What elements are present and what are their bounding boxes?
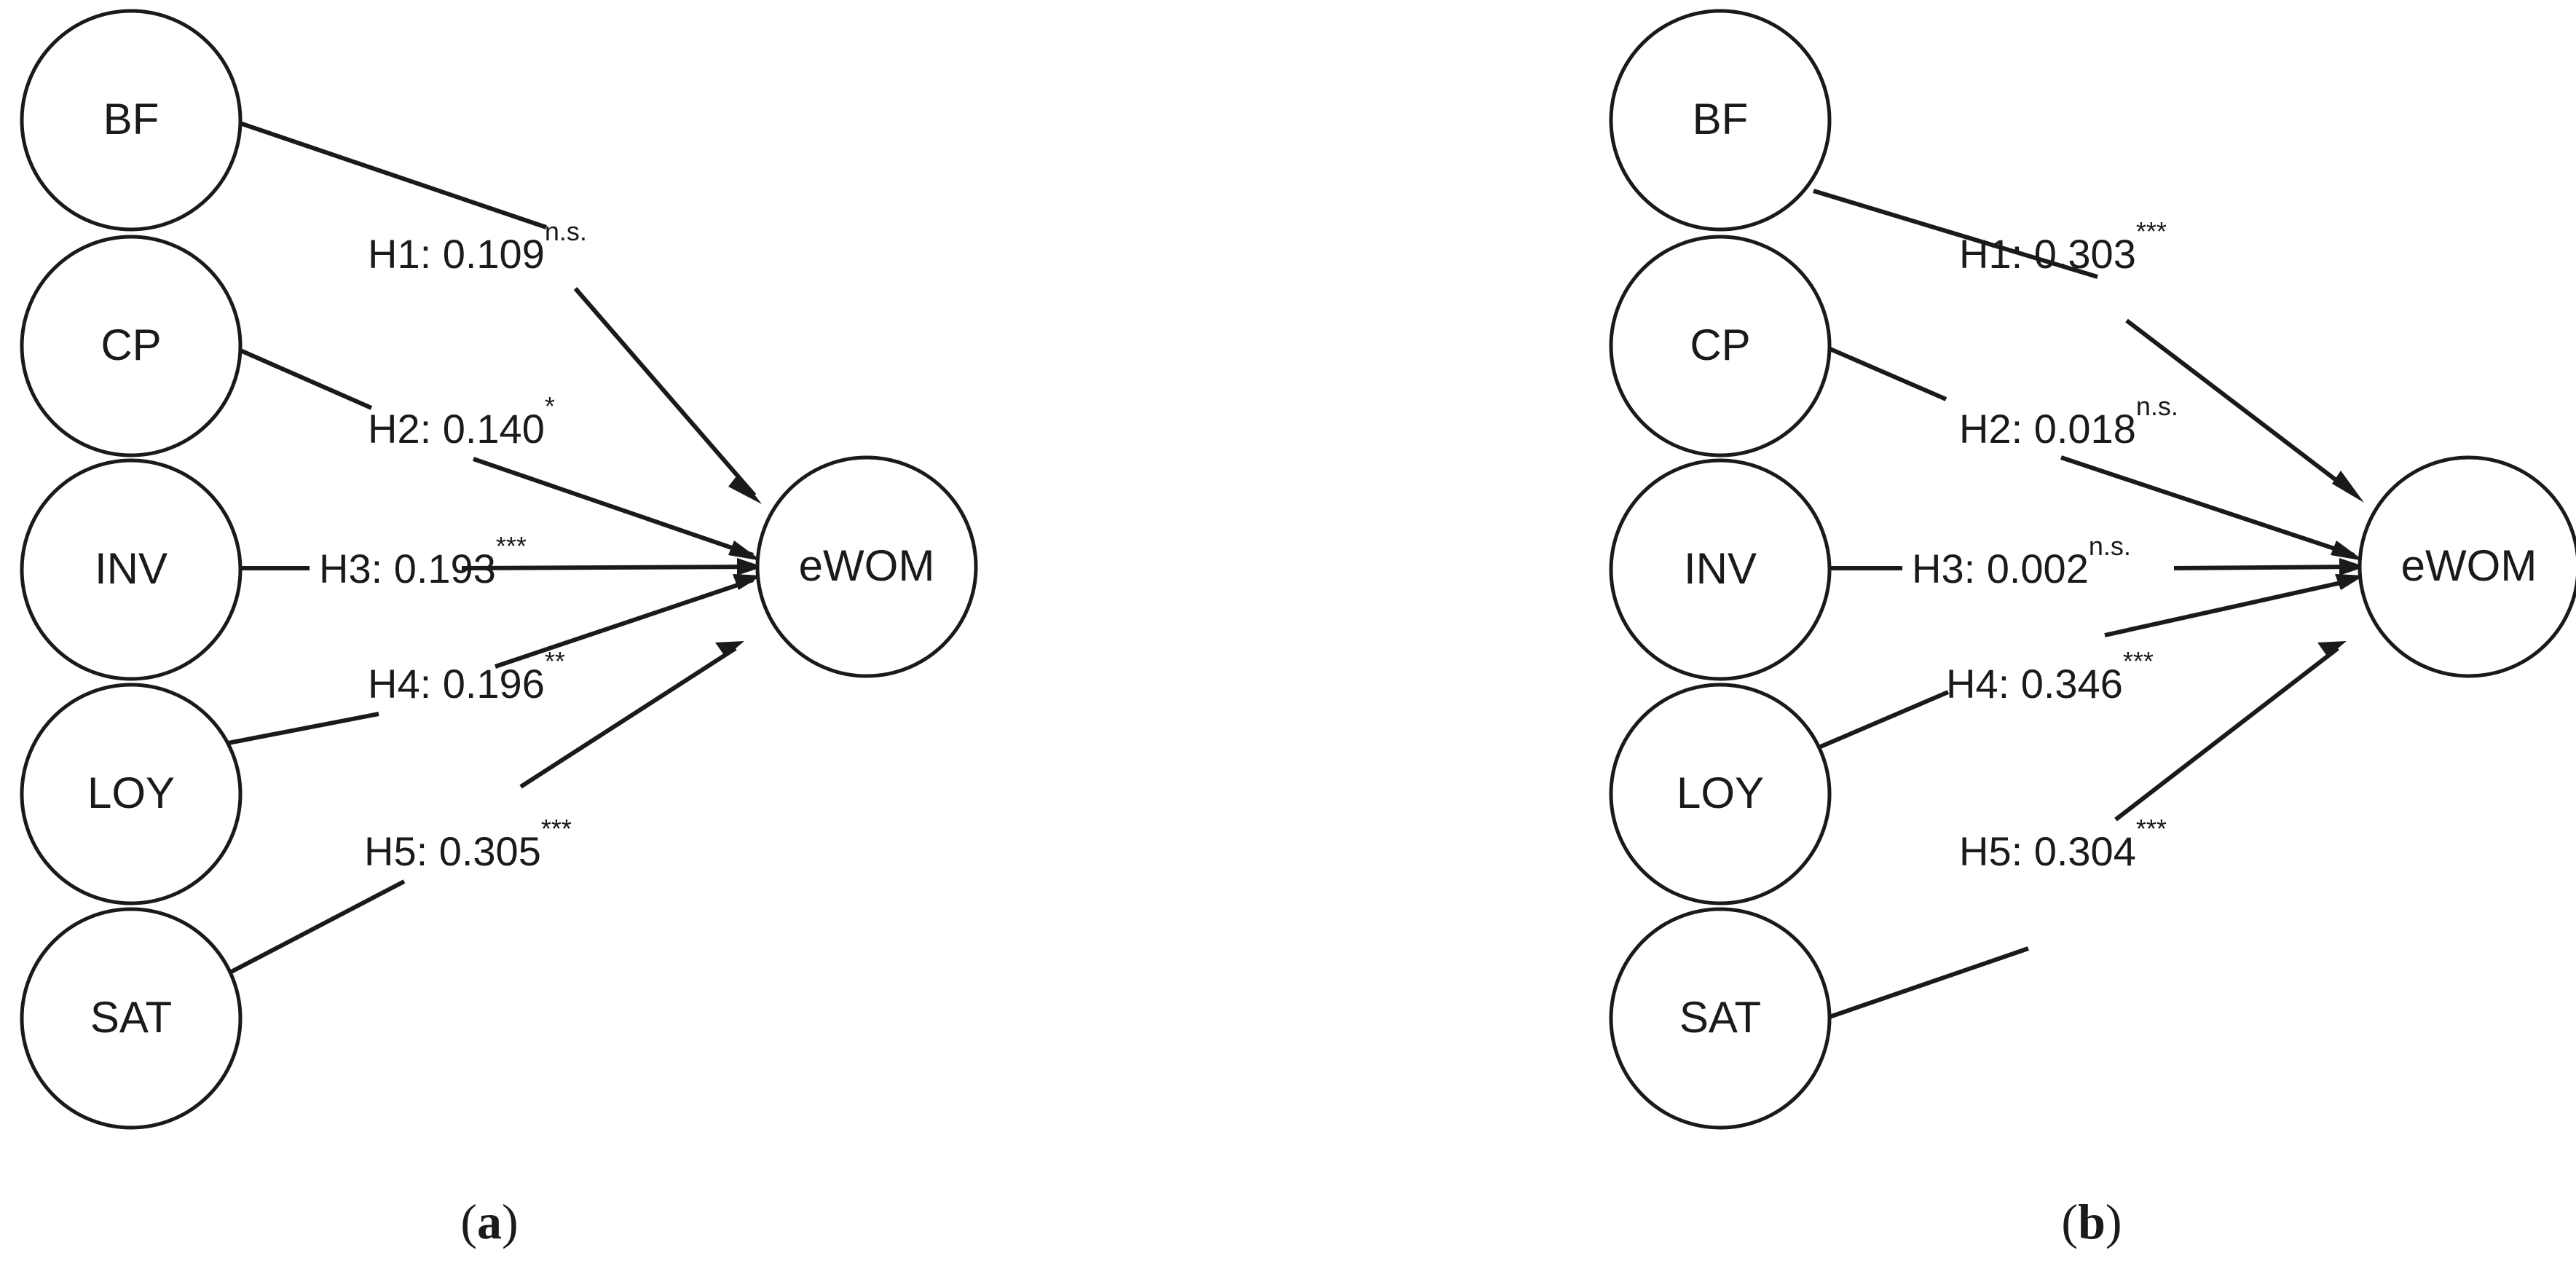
node-label: LOY bbox=[1677, 769, 1764, 817]
path-label-h2: H2: 0.140* bbox=[368, 391, 555, 452]
panel-b-path-h4[interactable]: H4: 0.346*** bbox=[1811, 574, 2364, 753]
edge-segment-end bbox=[573, 287, 757, 497]
panel-b-path-h3[interactable]: H3: 0.002n.s. bbox=[1829, 531, 2366, 592]
arrowhead-icon bbox=[2331, 541, 2364, 561]
node-loy[interactable]: LOY bbox=[20, 683, 243, 905]
node-sat[interactable]: SAT bbox=[1609, 907, 1832, 1130]
panel-a-caption: (a) bbox=[460, 1194, 518, 1249]
node-bf[interactable]: BF bbox=[20, 9, 243, 232]
node-circle bbox=[755, 455, 978, 678]
path-label-h4: H4: 0.196** bbox=[368, 646, 565, 707]
path-label-h5: H5: 0.305*** bbox=[364, 814, 572, 875]
edge-segment-start bbox=[221, 340, 373, 410]
panel-a-path-h5[interactable]: H5: 0.305*** bbox=[221, 641, 744, 978]
node-circle bbox=[20, 907, 243, 1130]
edge-segment-end bbox=[2173, 565, 2356, 570]
node-inv[interactable]: INV bbox=[1609, 458, 1832, 681]
path-label-h4: H4: 0.346*** bbox=[1946, 646, 2154, 707]
panel-a-path-h1[interactable]: H1: 0.109n.s. bbox=[220, 114, 762, 504]
panel-a-path-h4[interactable]: H4: 0.196** bbox=[220, 574, 762, 747]
panel-a-path-h3[interactable]: H3: 0.193*** bbox=[240, 531, 763, 592]
edge-segment-start bbox=[220, 712, 379, 747]
node-label: BF bbox=[1693, 95, 1749, 144]
arrowhead-icon bbox=[728, 474, 762, 504]
panel-b-path-h1[interactable]: H1: 0.303*** bbox=[1813, 189, 2364, 503]
node-cp[interactable]: CP bbox=[20, 235, 243, 457]
path-label-h3: H3: 0.002n.s. bbox=[1912, 531, 2131, 592]
edge-segment-end bbox=[2114, 646, 2339, 822]
panel-a: H1: 0.109n.s. H2: 0.140* bbox=[20, 9, 978, 1249]
arrowhead-icon bbox=[715, 641, 744, 657]
edge-segment-start bbox=[221, 879, 406, 978]
edge-segment-start bbox=[220, 114, 547, 229]
panel-a-path-h2[interactable]: H2: 0.140* bbox=[221, 340, 762, 561]
node-circle bbox=[20, 235, 243, 457]
arrowhead-icon bbox=[2339, 558, 2366, 575]
node-circle bbox=[20, 9, 243, 232]
node-label: CP bbox=[101, 321, 161, 369]
node-label: BF bbox=[103, 95, 159, 144]
path-label-h2: H2: 0.018n.s. bbox=[1959, 391, 2178, 452]
arrowhead-icon bbox=[2335, 574, 2364, 590]
panel-a-edges: H1: 0.109n.s. H2: 0.140* bbox=[220, 114, 763, 978]
panel-b: H1: 0.303*** H2: 0.018n.s. bbox=[1609, 9, 2576, 1249]
panel-a-nodes: BF CP INV LOY SAT bbox=[20, 9, 978, 1130]
path-label-h3: H3: 0.193*** bbox=[319, 531, 527, 592]
node-label: SAT bbox=[1679, 993, 1761, 1042]
edge-segment-end bbox=[461, 565, 755, 570]
arrowhead-icon bbox=[728, 541, 762, 561]
edge-segment-start bbox=[1813, 189, 2098, 279]
edge-segment-end bbox=[495, 578, 754, 669]
node-bf[interactable]: BF bbox=[1609, 9, 1832, 232]
panel-b-edges: H1: 0.303*** H2: 0.018n.s. bbox=[1811, 189, 2366, 1019]
node-circle bbox=[20, 683, 243, 905]
node-label: CP bbox=[1690, 321, 1750, 369]
edge-segment-end bbox=[2125, 318, 2358, 498]
node-circle bbox=[1609, 458, 1832, 681]
node-inv[interactable]: INV bbox=[20, 458, 243, 681]
panel-b-path-h2[interactable]: H2: 0.018n.s. bbox=[1813, 340, 2364, 561]
edge-segment-start bbox=[1829, 946, 2029, 1019]
node-label: LOY bbox=[87, 769, 175, 817]
node-circle bbox=[1609, 683, 1832, 905]
node-circle bbox=[1609, 9, 1832, 232]
panel-b-nodes: BF CP INV LOY SAT bbox=[1609, 9, 2576, 1130]
edge-segment-start bbox=[1813, 340, 1947, 401]
arrowhead-icon bbox=[2317, 641, 2347, 657]
node-circle bbox=[1609, 235, 1832, 457]
arrowhead-icon bbox=[737, 558, 763, 575]
node-ewom[interactable]: eWOM bbox=[2358, 455, 2576, 678]
arrowhead-icon bbox=[733, 574, 762, 590]
edge-segment-end bbox=[2060, 455, 2355, 557]
node-loy[interactable]: LOY bbox=[1609, 683, 1832, 905]
panel-b-path-h5[interactable]: H5: 0.304*** bbox=[1829, 641, 2347, 1019]
node-label: eWOM bbox=[2401, 541, 2537, 590]
node-circle bbox=[20, 458, 243, 681]
node-label: INV bbox=[95, 544, 168, 593]
path-label-h5: H5: 0.304*** bbox=[1959, 814, 2167, 875]
node-label: eWOM bbox=[799, 541, 935, 590]
node-sat[interactable]: SAT bbox=[20, 907, 243, 1130]
edge-segment-end bbox=[519, 646, 737, 789]
arrowhead-icon bbox=[2332, 471, 2364, 503]
panel-b-caption: (b) bbox=[2061, 1194, 2122, 1249]
node-label: INV bbox=[1684, 544, 1757, 593]
node-circle bbox=[1609, 907, 1832, 1130]
path-label-h1: H1: 0.303*** bbox=[1959, 216, 2167, 278]
edge-segment-end bbox=[2104, 578, 2355, 637]
edge-segment-end bbox=[473, 457, 754, 557]
node-circle bbox=[2358, 455, 2576, 678]
node-label: SAT bbox=[90, 993, 172, 1042]
edge-segment-start bbox=[1811, 690, 1950, 753]
node-ewom[interactable]: eWOM bbox=[755, 455, 978, 678]
node-cp[interactable]: CP bbox=[1609, 235, 1832, 457]
path-label-h1: H1: 0.109n.s. bbox=[368, 216, 587, 278]
